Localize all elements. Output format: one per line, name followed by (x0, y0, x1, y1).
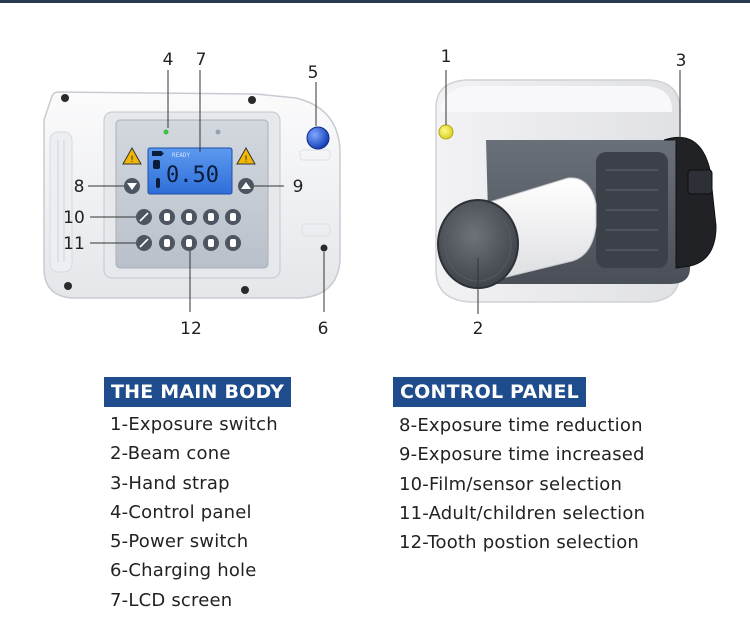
radiation-warning-icon (236, 146, 256, 165)
callout-10: 10 (63, 208, 85, 228)
charging-hole (320, 244, 328, 252)
main-body-list: 1-Exposure switch 2-Beam cone 3-Hand str… (110, 410, 278, 615)
control-panel-item: 9-Exposure time increased (399, 444, 645, 466)
up-arrow-icon (241, 182, 251, 189)
callout-2: 2 (473, 319, 484, 339)
callout-9: 9 (293, 177, 304, 197)
lcd-person-icon (156, 178, 160, 188)
callout-3: 3 (676, 51, 687, 71)
tooth-icon (208, 213, 214, 221)
down-arrow-icon (127, 183, 137, 190)
screw (241, 286, 249, 294)
power-button[interactable] (306, 126, 330, 150)
leader-lines (88, 70, 681, 314)
main-body-item: 2-Beam cone (110, 443, 231, 465)
side-grip (49, 131, 73, 273)
tooth-icon (186, 239, 192, 247)
lcd-status-text: READY (172, 152, 190, 159)
lcd-screen (147, 147, 233, 195)
tooth-icon (230, 239, 236, 247)
control-panel-list: 8-Exposure time reduction 9-Exposure tim… (399, 411, 645, 557)
hand-strap-buckle (687, 169, 713, 195)
callout-numbers: 4 7 5 8 9 10 11 12 6 1 3 2 (63, 47, 686, 339)
radiation-warning-icon (122, 146, 142, 165)
indicator-led (215, 129, 221, 135)
callout-7: 7 (196, 50, 207, 70)
callout-11: 11 (63, 234, 85, 254)
callout-8: 8 (74, 177, 85, 197)
tooth-icon (164, 239, 170, 247)
adult-child-icon (139, 238, 149, 248)
control-panel-item: 10-Film/sensor selection (399, 473, 623, 495)
main-body-heading: THE MAIN BODY (104, 377, 292, 407)
callout-4: 4 (163, 50, 174, 70)
control-panel-heading: CONTROL PANEL (393, 377, 586, 407)
main-body-item: 1-Exposure switch (110, 414, 278, 435)
top-border (0, 0, 750, 3)
tooth-icon (186, 213, 192, 221)
main-body-item: 6-Charging hole (110, 560, 257, 582)
power-button-recess (299, 149, 331, 161)
lcd-exposure-value: 0.50 (166, 163, 219, 188)
control-panel-item: 8-Exposure time reduction (399, 415, 643, 436)
main-body-item: 5-Power switch (110, 531, 249, 553)
main-body-item: 7-LCD screen (110, 589, 233, 611)
main-body-front-view: READY 0.50 ! ! (43, 91, 341, 299)
tooth-icon (164, 213, 170, 221)
callout-5: 5 (308, 63, 319, 83)
main-body-item: 4-Control panel (110, 501, 252, 523)
screw (61, 94, 69, 102)
control-panel-item: 12-Tooth postion selection (399, 532, 640, 554)
screw (248, 96, 256, 104)
callout-1: 1 (441, 47, 452, 67)
radiation-warning-mark: ! (130, 155, 134, 165)
charging-port-recess (301, 223, 331, 237)
control-panel-item: 11-Adult/children selection (399, 502, 646, 524)
lcd-battery-icon (152, 151, 164, 156)
lcd-tooth-icon (153, 160, 160, 169)
film-sensor-icon (139, 212, 149, 222)
callout-12: 12 (180, 319, 202, 339)
main-body-side-view (435, 79, 717, 303)
screw (64, 282, 72, 290)
exposure-switch[interactable] (438, 124, 454, 140)
device-diagram: READY 0.50 ! ! (43, 47, 717, 339)
tooth-icon (208, 239, 214, 247)
tooth-icon (230, 213, 236, 221)
indicator-led (163, 129, 169, 135)
main-body-item: 3-Hand strap (110, 472, 230, 494)
callout-6: 6 (318, 319, 329, 339)
radiation-warning-mark: ! (244, 155, 248, 165)
